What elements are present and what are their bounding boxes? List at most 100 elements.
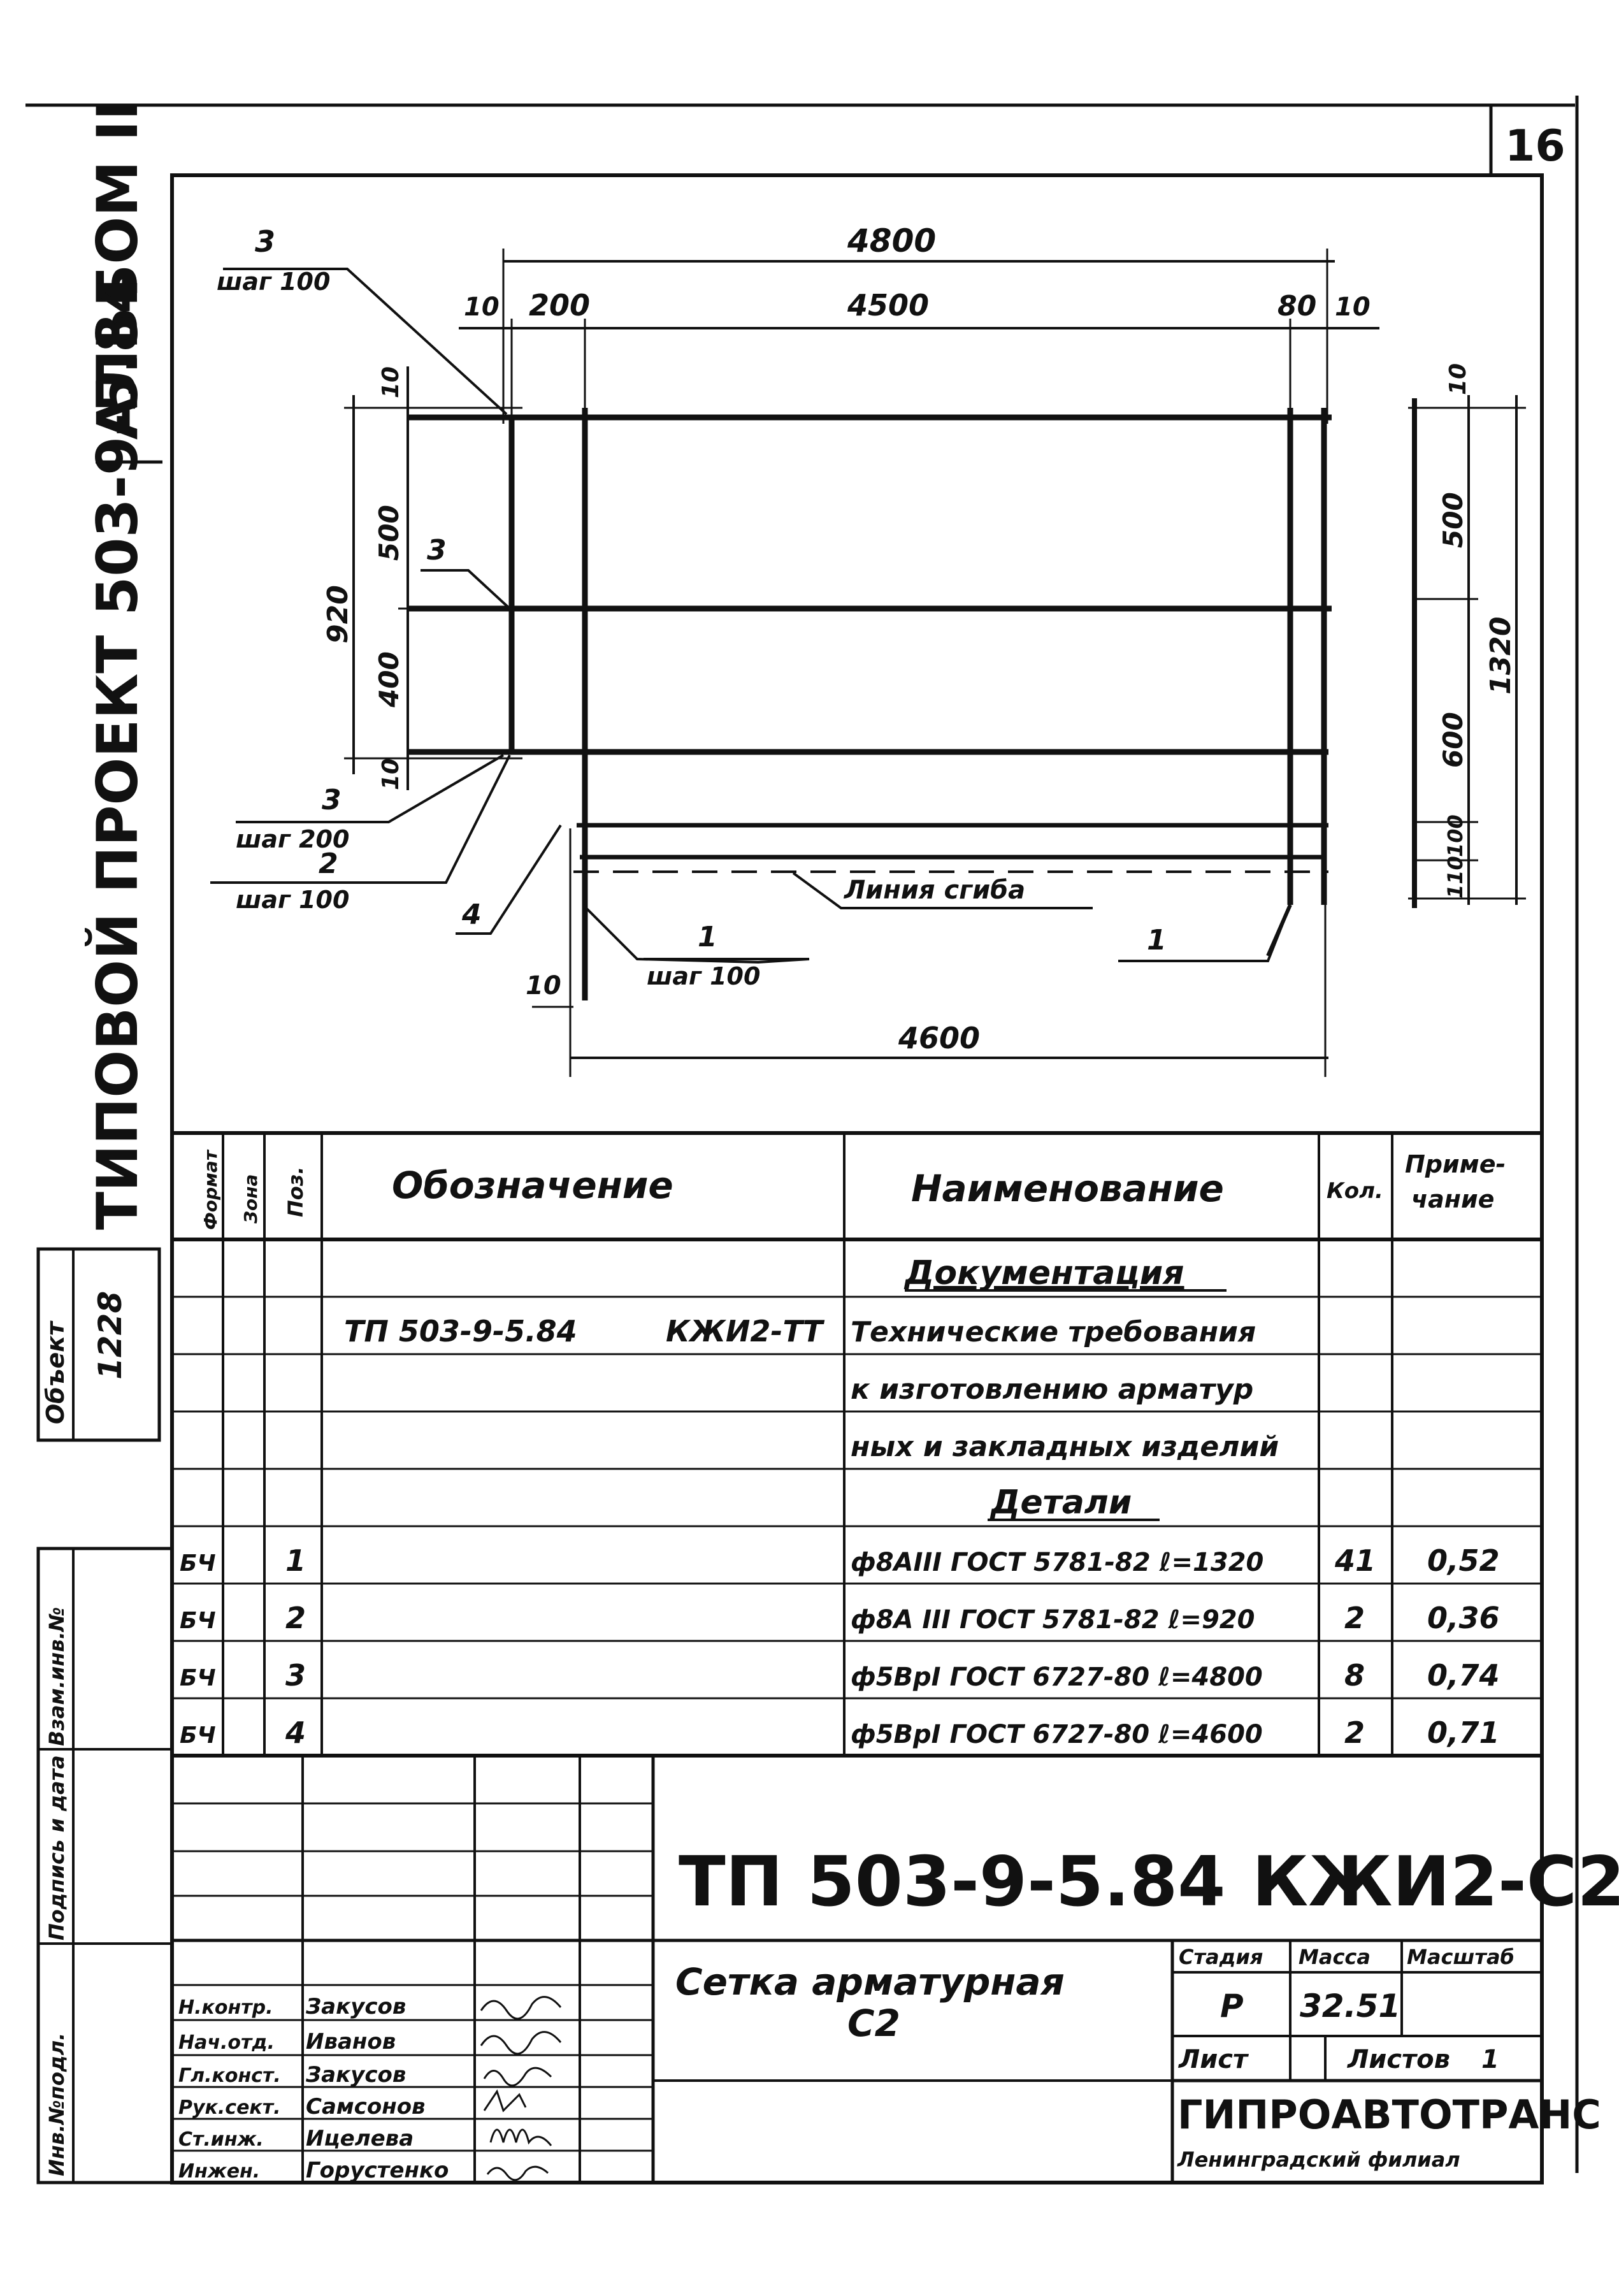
- dim-80: 80: [1277, 290, 1316, 322]
- leader-1-left: [582, 904, 810, 964]
- signature-1: [480, 1996, 562, 2020]
- dim-4600: 4600: [898, 1021, 980, 1055]
- dim-400: 400: [373, 651, 405, 708]
- name-4: Самсонов: [306, 2094, 426, 2119]
- dim-10-bottom: 10: [526, 971, 561, 1000]
- leader-3-mid: [421, 569, 511, 610]
- album-label: АЛЬБОМ II: [85, 99, 150, 440]
- dim-10-right-top: 10: [1445, 363, 1471, 395]
- doc-oboz-1: ТП 503-9-5.84: [344, 1314, 577, 1348]
- row1-note: 0,52: [1427, 1543, 1500, 1578]
- dim-10-right: 10: [1335, 292, 1371, 322]
- signature-2: [480, 2031, 562, 2055]
- header-oboznachenie: Обозначение: [392, 1164, 673, 1207]
- doc-name-3: ных и закладных изделий: [851, 1431, 1279, 1463]
- role-6: Инжен.: [178, 2160, 260, 2183]
- stage-label: Стадия: [1179, 1945, 1263, 1969]
- row4-format: БЧ: [180, 1722, 216, 1749]
- title-line-2: С2: [847, 2002, 900, 2045]
- row3-poz: 3: [285, 1658, 306, 1693]
- mass-label: Масса: [1299, 1945, 1371, 1969]
- spec-table: Формат Зона Поз. Обозначение Наименовани…: [172, 1131, 1542, 1758]
- label-shag200: шаг 200: [236, 825, 349, 853]
- dim-10-left: 10: [464, 292, 500, 322]
- row4-note: 0,71: [1427, 1715, 1500, 1750]
- role-2: Нач.отд.: [178, 2032, 275, 2054]
- role-3: Гл.конст.: [178, 2065, 281, 2087]
- role-5: Ст.инж.: [178, 2128, 264, 2151]
- title-block: Н.контр. Закусов Нач.отд. Иванов Гл.конс…: [172, 1756, 1619, 2183]
- row3-note: 0,74: [1427, 1658, 1500, 1693]
- dim-10-left-top: 10: [378, 366, 404, 398]
- dim-500-left: 500: [373, 505, 405, 561]
- sheets-label: Листов: [1347, 2045, 1450, 2074]
- header-zona: Зона: [240, 1174, 261, 1224]
- row2-poz: 2: [285, 1601, 306, 1635]
- object-box: [36, 1247, 161, 1442]
- section-docs: Документация: [903, 1254, 1184, 1292]
- doc-name-1: Технические требования: [851, 1316, 1256, 1348]
- row1-format: БЧ: [180, 1550, 216, 1577]
- label-shag100-1: шаг 100: [647, 962, 760, 990]
- doc-name-2: к изготовлению арматур: [851, 1373, 1253, 1406]
- object-label: Объект: [41, 1320, 69, 1424]
- row1-name: ф8АIII ГОСТ 5781-82 ℓ=1320: [851, 1548, 1263, 1577]
- dim-10-left-bottom: 10: [378, 758, 404, 790]
- dim-110: 110: [1443, 856, 1467, 899]
- header-poz: Поз.: [284, 1166, 308, 1217]
- row3-name: ф5ВрI ГОСТ 6727-80 ℓ=4800: [851, 1663, 1263, 1692]
- row4-poz: 4: [285, 1715, 306, 1750]
- row2-kol: 2: [1344, 1601, 1365, 1635]
- leader-4: [456, 824, 562, 935]
- signature-3: [483, 2067, 552, 2087]
- scale-label: Масштаб: [1407, 1945, 1515, 1969]
- side-label-vzam: Взам.инв.№: [45, 1607, 69, 1746]
- row4-name: ф5ВрI ГОСТ 6727-80 ℓ=4600: [851, 1720, 1263, 1749]
- header-naimenovanie: Наименование: [911, 1167, 1224, 1210]
- leader-1-right: [1118, 904, 1292, 962]
- leader-bend: [792, 872, 1093, 909]
- dim-1320: 1320: [1485, 617, 1517, 695]
- header-kol: Кол.: [1327, 1178, 1383, 1204]
- label-4: 4: [461, 899, 482, 931]
- sheet-number: 16: [1505, 121, 1565, 171]
- dim-920: 920: [322, 585, 354, 644]
- role-1: Н.контр.: [178, 1996, 273, 2019]
- dim-600: 600: [1437, 712, 1469, 768]
- label-shag100-2: шаг 100: [236, 886, 349, 914]
- label-shag100-top: шаг 100: [217, 268, 330, 296]
- project-series: ТИПОВОЙ ПРОЕКТ 503-9-5.84: [85, 275, 150, 1230]
- sheets-value: 1: [1481, 2045, 1499, 2074]
- section-details: Детали: [989, 1484, 1132, 1522]
- label-1-right: 1: [1147, 924, 1167, 957]
- signature-4: [483, 2089, 527, 2112]
- header-format: Формат: [200, 1149, 221, 1230]
- label-bend-line: Линия сгиба: [844, 876, 1025, 905]
- row3-kol: 8: [1344, 1658, 1365, 1693]
- mass-value: 32.51: [1300, 1988, 1400, 2025]
- row3-format: БЧ: [180, 1665, 216, 1691]
- inner-frame: [170, 173, 1544, 2184]
- org-branch: Ленинградский филиал: [1177, 2148, 1460, 2172]
- doc-code: ТП 503-9-5.84: [679, 1842, 1225, 1922]
- doc-mark: КЖИ2-С2: [1252, 1842, 1619, 1922]
- row2-format: БЧ: [180, 1608, 216, 1634]
- doc-oboz-2: КЖИ2-ТТ: [666, 1314, 825, 1348]
- label-1-left: 1: [698, 921, 717, 953]
- label-3-bottom: 3: [322, 784, 342, 816]
- name-1: Закусов: [305, 1994, 406, 2019]
- dim-4800: 4800: [847, 222, 936, 259]
- title-line-1: Сетка арматурная: [675, 1960, 1065, 2004]
- dim-mid: 4500: [847, 288, 929, 322]
- leader-3-top: [223, 268, 508, 415]
- label-2: 2: [319, 848, 338, 880]
- dim-100: 100: [1443, 814, 1467, 857]
- header-primechanie-1: Приме-: [1405, 1150, 1506, 1178]
- role-4: Рук.сект.: [178, 2097, 281, 2119]
- side-label-podpis: Подпись и дата: [45, 1755, 69, 1940]
- label-3-top: 3: [255, 224, 275, 259]
- name-6: Горустенко: [306, 2158, 449, 2183]
- row1-poz: 1: [285, 1543, 306, 1578]
- sheet-label: Лист: [1178, 2045, 1249, 2074]
